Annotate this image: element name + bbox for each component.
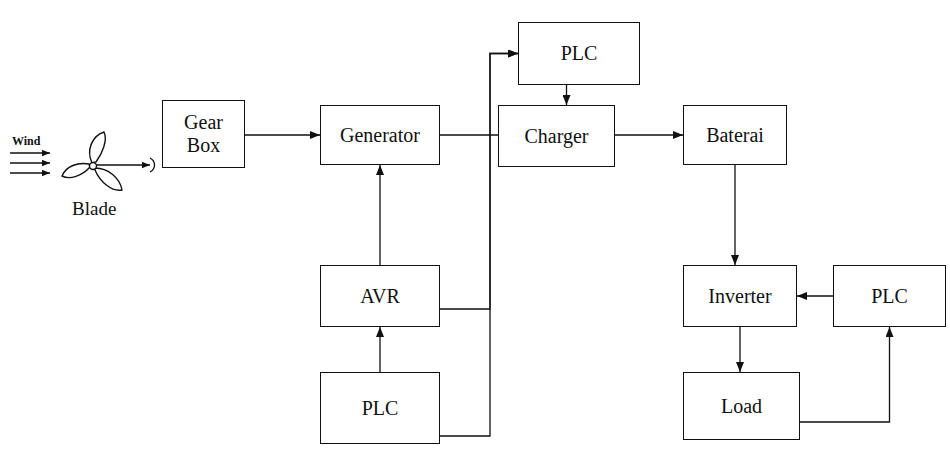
process-box: Gear Box	[162, 100, 245, 168]
connector-arrow	[800, 327, 890, 422]
connector-arrow	[566, 85, 567, 105]
process-box: PLC	[320, 372, 440, 444]
connector-arrow	[734, 165, 735, 265]
box-text: PLC	[362, 397, 399, 420]
process-box: Load	[683, 372, 800, 440]
box-text: Inverter	[708, 285, 771, 308]
process-box: Inverter	[683, 265, 797, 327]
process-box: Charger	[498, 105, 615, 167]
connector-arrow	[379, 327, 380, 372]
box-text: PLC	[871, 285, 908, 308]
box-text: Gear Box	[171, 111, 236, 157]
process-box: PLC	[518, 22, 640, 85]
connector-arrow	[739, 327, 740, 372]
box-text: Generator	[340, 124, 420, 147]
connector-arrow	[440, 134, 498, 135]
blade-label: Blade	[72, 198, 116, 220]
box-text: AVR	[360, 285, 400, 308]
blade-symbol	[62, 132, 122, 190]
wind-label: Wind	[12, 134, 40, 149]
process-box: PLC	[833, 265, 946, 327]
connector-arrow	[245, 134, 320, 135]
shaft-arrow	[97, 158, 155, 172]
wind-arrows	[10, 153, 50, 173]
connector-arrow	[615, 134, 683, 135]
process-box: AVR	[320, 265, 440, 327]
connector-arrow	[797, 295, 833, 296]
connector-arrow	[440, 54, 518, 310]
box-text: PLC	[561, 42, 598, 65]
box-text: Load	[721, 395, 762, 418]
process-box: Generator	[320, 105, 440, 165]
connector-arrow	[379, 165, 380, 265]
box-text: Baterai	[706, 124, 764, 147]
process-box: Baterai	[683, 105, 787, 165]
box-text: Charger	[524, 125, 588, 148]
